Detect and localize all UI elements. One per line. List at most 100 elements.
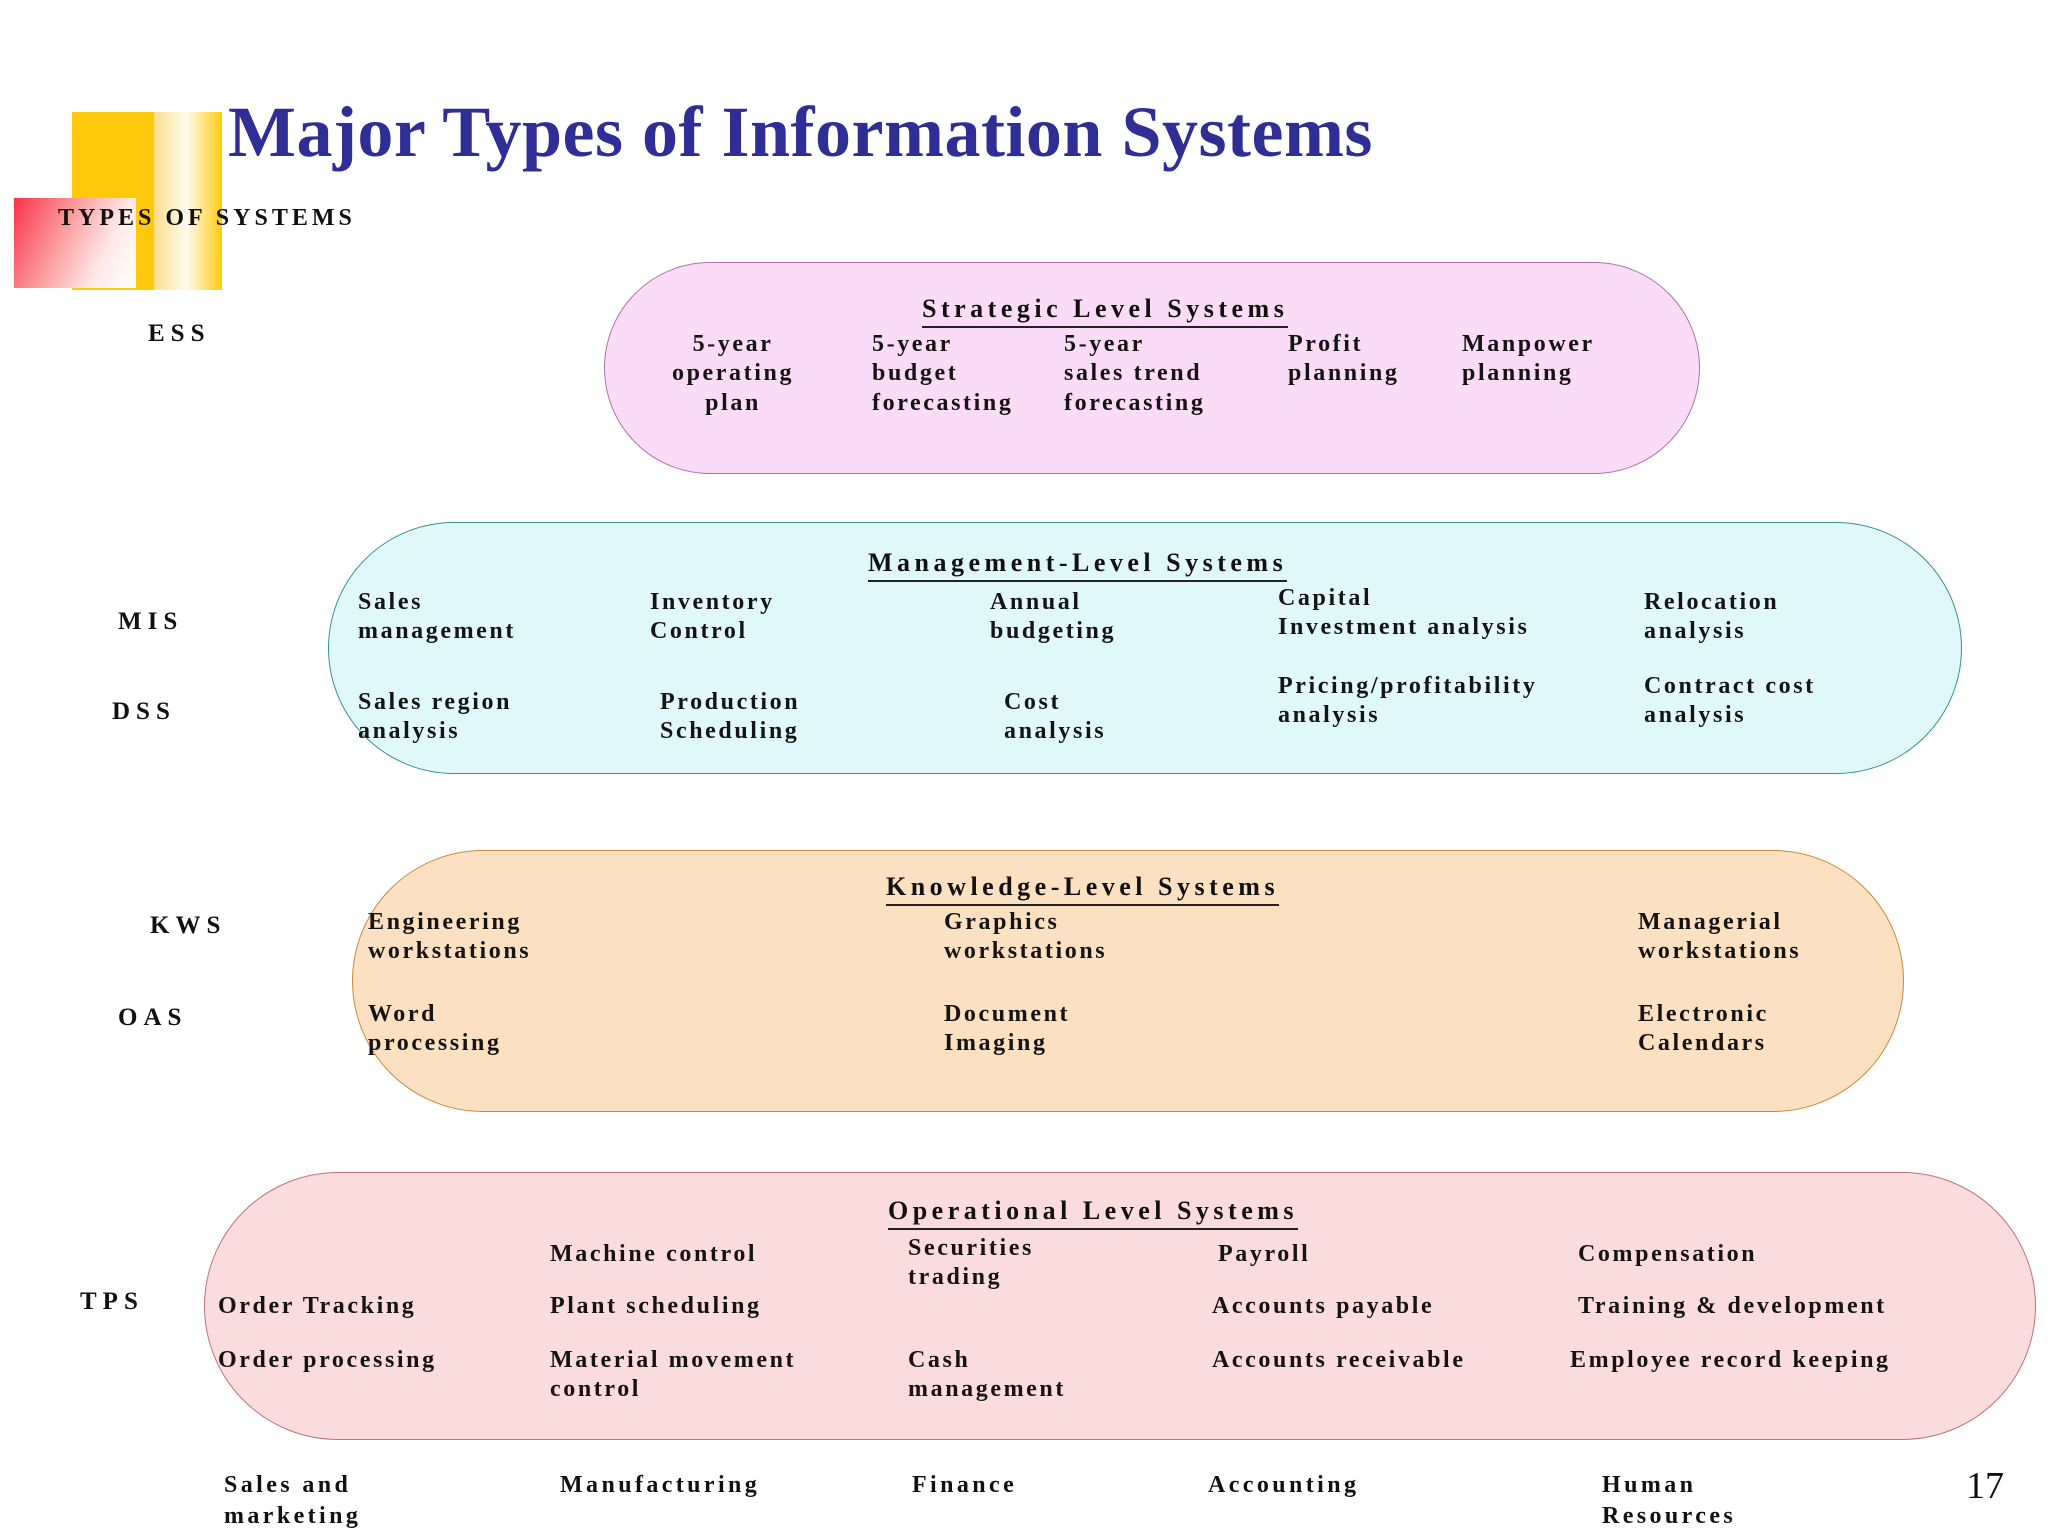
mis-item-3: Annual budgeting xyxy=(990,588,1116,647)
kws-item-1-line-1: Engineering xyxy=(368,909,522,935)
strategic-level-heading: Strategic Level Systems xyxy=(922,294,1289,328)
decorative-red-gradient-square xyxy=(14,198,136,288)
oas-item-2-line-2: Imaging xyxy=(944,1030,1048,1057)
tps-item-securities-trading: Securities trading xyxy=(908,1234,1034,1293)
mis-item-3-line-1: Annual xyxy=(990,589,1082,615)
mis-item-1-line-2: management xyxy=(358,618,516,645)
tps-item-cash-management-line-1: Cash xyxy=(908,1347,971,1373)
functional-area-sales-and-marketing-line-1: Sales and xyxy=(224,1472,352,1498)
strategic-item-5: Manpower planning xyxy=(1462,330,1595,389)
tps-item-employee-record-keeping: Employee record keeping xyxy=(1570,1346,1891,1375)
oas-item-3-line-2: Calendars xyxy=(1638,1030,1767,1057)
functional-area-finance: Finance xyxy=(912,1470,1017,1501)
strategic-item-4-line-1: Profit xyxy=(1288,331,1364,357)
strategic-item-2: 5-year budget forecasting xyxy=(872,330,1013,418)
page-number: 17 xyxy=(1966,1465,2004,1507)
tps-item-training-development-line-1: Training & development xyxy=(1578,1293,1887,1319)
strategic-item-4-line-2: planning xyxy=(1288,360,1400,387)
kws-item-1: Engineering workstations xyxy=(368,908,531,967)
tps-item-compensation-line-1: Compensation xyxy=(1578,1241,1758,1267)
tps-item-plant-scheduling: Plant scheduling xyxy=(550,1292,762,1321)
management-level-heading: Management-Level Systems xyxy=(868,548,1288,582)
functional-area-accounting-line-1: Accounting xyxy=(1208,1472,1360,1498)
tps-item-securities-trading-line-1: Securities xyxy=(908,1235,1034,1261)
page-title: Major Types of Information Systems xyxy=(228,92,1373,172)
decorative-gold-gradient-block xyxy=(154,112,222,290)
functional-area-sales-and-marketing-line-2: marketing xyxy=(224,1502,362,1529)
kws-item-3-line-1: Managerial xyxy=(1638,909,1783,935)
dss-item-1-line-1: Sales region xyxy=(358,689,513,715)
mis-item-2: Inventory Control xyxy=(650,588,775,647)
mis-item-2-line-1: Inventory xyxy=(650,589,775,615)
tps-item-material-movement-control-line-2: control xyxy=(550,1376,642,1403)
strategic-item-1-line-2: operating xyxy=(672,360,795,387)
system-type-label-ess: ESS xyxy=(148,320,211,347)
tps-item-plant-scheduling-line-1: Plant scheduling xyxy=(550,1293,762,1319)
tps-item-compensation: Compensation xyxy=(1578,1240,1757,1269)
strategic-item-3-line-2: sales trend xyxy=(1064,360,1203,387)
operational-level-heading: Operational Level Systems xyxy=(888,1196,1299,1230)
tps-item-accounts-receivable-line-1: Accounts receivable xyxy=(1212,1347,1466,1373)
tps-item-machine-control: Machine control xyxy=(550,1240,757,1269)
tps-item-material-movement-control-line-1: Material movement xyxy=(550,1347,797,1373)
functional-area-human-resources-line-1: Human xyxy=(1602,1472,1697,1498)
tps-item-accounts-receivable: Accounts receivable xyxy=(1212,1346,1466,1375)
mis-item-4-line-1: Capital xyxy=(1278,585,1373,611)
mis-item-2-line-2: Control xyxy=(650,618,748,645)
kws-item-2-line-1: Graphics xyxy=(944,909,1060,935)
tps-item-order-processing-line-1: Order processing xyxy=(218,1347,437,1373)
dss-item-4: Pricing/profitability analysis xyxy=(1278,672,1537,731)
strategic-item-2-line-1: 5-year xyxy=(872,331,953,357)
dss-item-3-line-1: Cost xyxy=(1004,689,1062,715)
strategic-item-3: 5-year sales trend forecasting xyxy=(1064,330,1205,418)
dss-item-1-line-2: analysis xyxy=(358,718,461,745)
strategic-item-3-line-1: 5-year xyxy=(1064,331,1145,357)
system-type-label-oas: OAS xyxy=(118,1004,188,1031)
oas-item-3: Electronic Calendars xyxy=(1638,1000,1769,1059)
dss-item-3-line-2: analysis xyxy=(1004,718,1107,745)
tps-item-payroll-line-1: Payroll xyxy=(1218,1241,1311,1267)
system-type-label-tps: TPS xyxy=(80,1288,144,1315)
tps-item-employee-record-keeping-line-1: Employee record keeping xyxy=(1570,1347,1891,1373)
functional-area-accounting: Accounting xyxy=(1208,1470,1359,1501)
oas-item-2-line-1: Document xyxy=(944,1001,1071,1027)
strategic-item-1-line-3: plan xyxy=(705,389,761,416)
dss-item-1: Sales region analysis xyxy=(358,688,512,747)
dss-item-2-line-2: Scheduling xyxy=(660,718,800,745)
oas-item-1: Word processing xyxy=(368,1000,502,1059)
kws-item-2-line-2: workstations xyxy=(944,938,1108,965)
strategic-level-systems-box xyxy=(604,262,1700,474)
dss-item-4-line-2: analysis xyxy=(1278,702,1381,729)
dss-item-5: Contract cost analysis xyxy=(1644,672,1816,731)
system-type-label-kws: KWS xyxy=(150,912,227,939)
functional-area-manufacturing-line-1: Manufacturing xyxy=(560,1472,761,1498)
tps-item-training-development: Training & development xyxy=(1578,1292,1887,1321)
tps-item-order-tracking-line-1: Order Tracking xyxy=(218,1293,417,1319)
tps-item-order-processing: Order processing xyxy=(218,1346,437,1375)
oas-item-1-line-2: processing xyxy=(368,1030,502,1057)
knowledge-level-heading: Knowledge-Level Systems xyxy=(886,872,1280,906)
kws-item-2: Graphics workstations xyxy=(944,908,1107,967)
dss-item-5-line-2: analysis xyxy=(1644,702,1747,729)
oas-item-3-line-1: Electronic xyxy=(1638,1001,1769,1027)
functional-area-human-resources-line-2: Resources xyxy=(1602,1502,1737,1529)
oas-item-2: Document Imaging xyxy=(944,1000,1070,1059)
strategic-item-1: 5-year operating plan xyxy=(672,330,794,418)
tps-item-order-tracking: Order Tracking xyxy=(218,1292,416,1321)
dss-item-2: Production Scheduling xyxy=(660,688,800,747)
mis-item-4-line-2: Investment analysis xyxy=(1278,614,1530,641)
tps-item-material-movement-control: Material movement control xyxy=(550,1346,796,1405)
mis-item-4: Capital Investment analysis xyxy=(1278,584,1529,643)
mis-item-3-line-2: budgeting xyxy=(990,618,1117,645)
system-type-label-mis: MIS xyxy=(118,608,184,635)
dss-item-5-line-1: Contract cost xyxy=(1644,673,1816,699)
tps-item-machine-control-line-1: Machine control xyxy=(550,1241,758,1267)
oas-item-1-line-1: Word xyxy=(368,1001,438,1027)
tps-item-cash-management: Cash management xyxy=(908,1346,1066,1405)
tps-item-accounts-payable: Accounts payable xyxy=(1212,1292,1434,1321)
kws-item-3-line-2: workstations xyxy=(1638,938,1802,965)
strategic-item-5-line-2: planning xyxy=(1462,360,1574,387)
strategic-item-5-line-1: Manpower xyxy=(1462,331,1595,357)
mis-item-1-line-1: Sales xyxy=(358,589,424,615)
functional-area-human-resources: Human Resources xyxy=(1602,1470,1736,1531)
